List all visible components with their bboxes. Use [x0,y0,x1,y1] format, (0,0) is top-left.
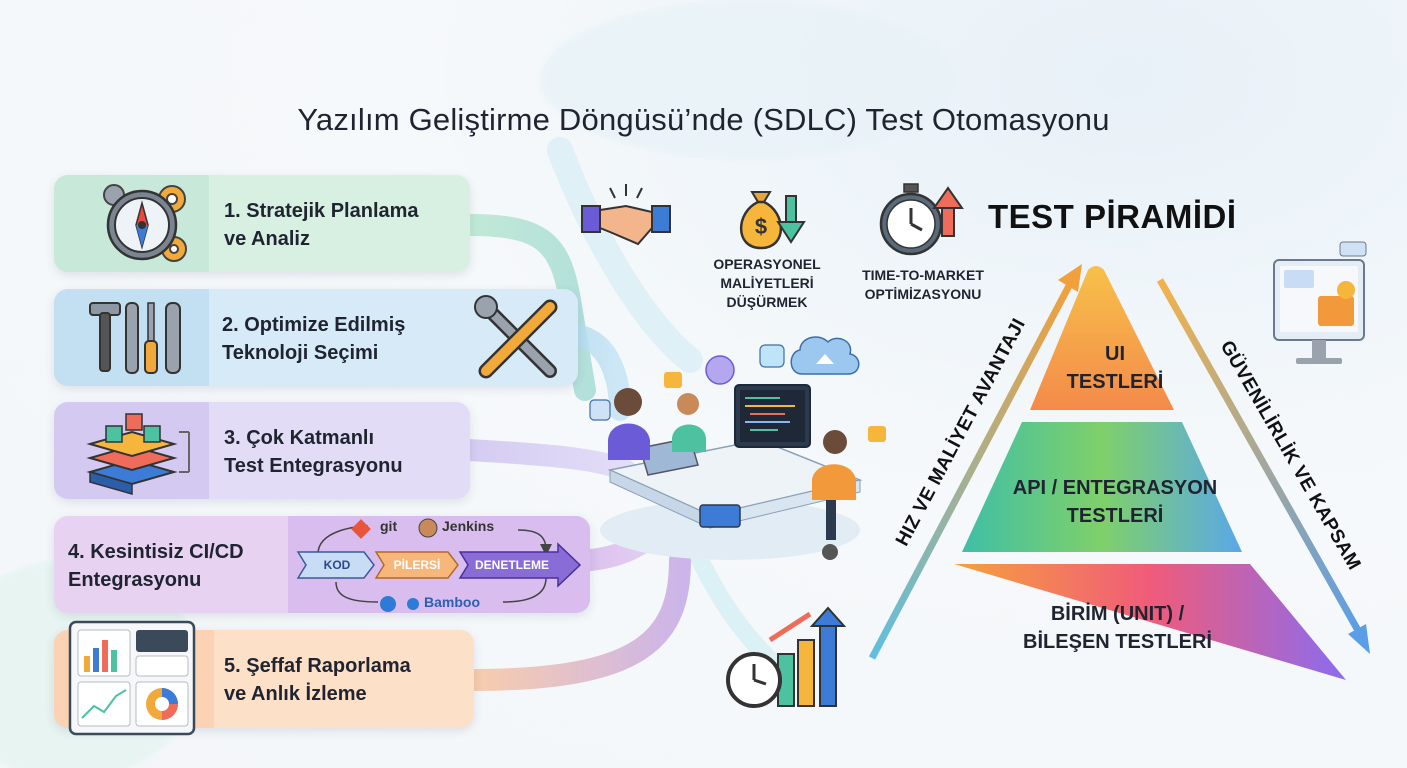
team-illustration [589,336,886,560]
compass-gears-icon [103,184,187,262]
background-blob [540,0,960,160]
page-title: Yazılım Geliştirme Döngüsü’nde (SDLC) Te… [297,102,1110,137]
step-label-2: 2. Optimize Edilmiş Teknoloji Seçimi [222,314,406,364]
pyramid-title: TEST PİRAMİDİ [988,198,1237,235]
money-bag-down-icon: $ [739,191,806,250]
git-label: git [380,518,398,534]
pyramid-level-unit: BİRİM (UNIT) / BİLEŞEN TESTLERİ [1023,603,1212,653]
growth-clock-icon [726,606,847,708]
test-pyramid [868,264,1370,680]
dashboard-icon [68,620,196,736]
layer-cubes-icon [86,413,190,495]
wrench-tools-icon [474,295,558,379]
step-label-4: 4. Kesintisiz CI/CD Entegrasyonu [68,541,244,591]
benefit-ttm-label: TIME-TO-MARKET OPTİMİZASYONU [862,267,984,302]
step-icon-box [54,175,209,272]
step-card-1: 1. Stratejik Planlama ve Analiz [54,175,470,272]
step-label-1: 1. Stratejik Planlama ve Analiz [224,200,419,250]
pipeline-icon [296,518,582,612]
code-monitor-icon [1273,241,1367,364]
benefit-cost-label: OPERASYONEL MALİYETLERİ DÜŞÜRMEK [713,256,821,310]
step-icon-box [54,289,209,386]
hand-tools-icon [89,302,181,374]
pyramid-level-ui: UI TESTLERİ [1066,343,1164,393]
step-label-5: 5. Şeffaf Raporlama ve Anlık İzleme [224,655,411,705]
pipeline-panel: git Jenkins Bamboo KOD PİLERSİ DENETLEME [288,516,590,613]
step-card-4: 4. Kesintisiz CI/CD Entegrasyonu git Jen… [54,516,590,613]
handshake-icon [581,184,671,246]
pyramid-level-api: API / ENTEGRASYON TESTLERİ [1012,477,1218,527]
stopwatch-up-icon [879,183,964,256]
pipeline-stage-pilersi: PİLERSİ [393,558,441,572]
step-card-2: 2. Optimize Edilmiş Teknoloji Seçimi [54,289,578,386]
svg-text:$: $ [755,214,767,239]
step-card-3: 3. Çok Katmanlı Test Entegrasyonu [54,402,470,499]
step-icon-box [54,402,209,499]
jenkins-label: Jenkins [442,518,495,534]
bamboo-label: Bamboo [424,594,480,610]
pipeline-stage-denetleme: DENETLEME [474,558,549,572]
step-label-3: 3. Çok Katmanlı Test Entegrasyonu [224,427,403,477]
pipeline-stage-kod: KOD [323,558,351,572]
